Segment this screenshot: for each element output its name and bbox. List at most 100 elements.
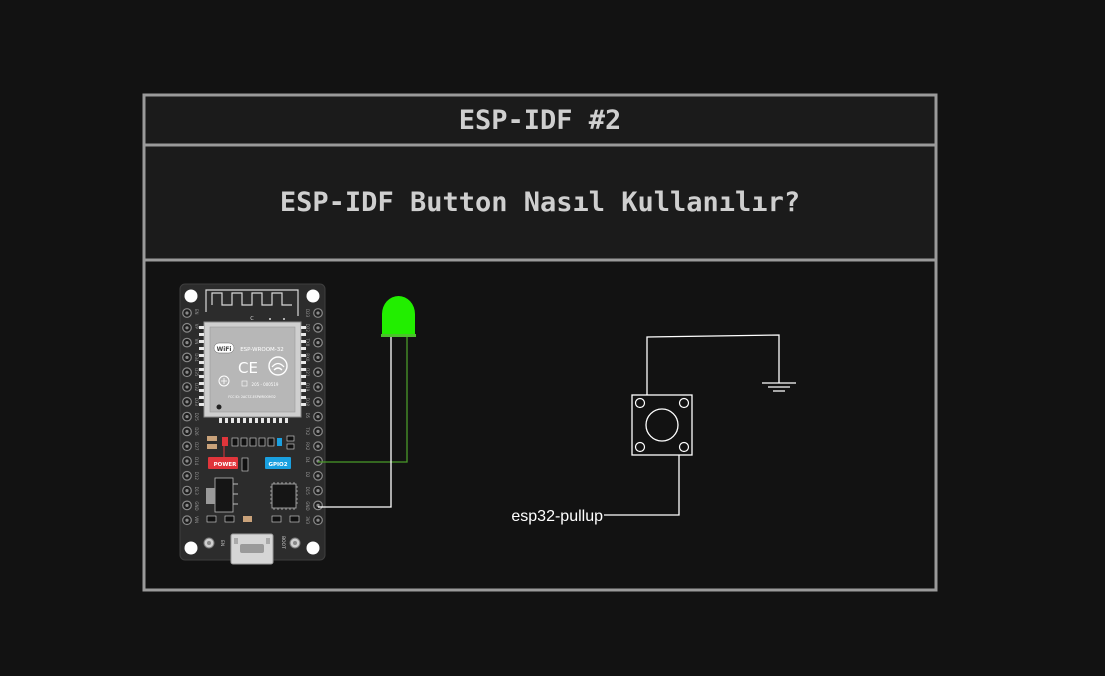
right-pin-label: TX2 — [305, 426, 310, 435]
right-pin-label: D5 — [305, 413, 310, 419]
right-pin-label: D22 — [305, 324, 310, 333]
left-header-pin-hole — [185, 370, 189, 374]
led-cathode-wire — [318, 337, 392, 508]
left-header-pin-hole — [185, 326, 189, 330]
left-header-pin-hole — [185, 444, 189, 448]
led-wires — [318, 337, 408, 508]
left-header-pin-hole — [185, 400, 189, 404]
recycle-icon — [218, 375, 230, 387]
power-badge — [208, 457, 238, 469]
button-wires — [604, 334, 780, 516]
left-pin-label: D26 — [194, 427, 199, 436]
left-header-pin-hole — [185, 385, 189, 389]
left-pin-label: VIN — [194, 516, 199, 523]
right-header-pin-hole — [316, 415, 320, 419]
right-header-pin-hole — [316, 326, 320, 330]
left-pin-label: D14 — [194, 457, 199, 466]
antenna-icon: C — [205, 289, 299, 322]
right-header-pin-hole — [316, 355, 320, 359]
left-header-pin-hole — [185, 415, 189, 419]
wifi-cert-icon — [268, 356, 288, 376]
page-subtitle: ESP-IDF Button Nasıl Kullanılır? — [280, 187, 800, 218]
esp32-board[interactable]: C WiFi ESP-WROOM-32 CE 205 - 000519 FCC … — [179, 283, 326, 565]
right-pin-label: D15 — [305, 487, 310, 496]
left-header-pin-hole — [185, 503, 189, 507]
button-ground-wire — [646, 334, 780, 395]
left-header-pin-hole — [185, 474, 189, 478]
left-header-pin-hole — [185, 518, 189, 522]
led-icon[interactable] — [381, 296, 416, 337]
right-header-pin-hole — [316, 518, 320, 522]
right-pin-label: D2 — [305, 472, 310, 478]
left-header-pin-hole — [185, 341, 189, 345]
right-header-pin-hole — [316, 400, 320, 404]
right-header-pin-hole — [316, 341, 320, 345]
mount-hole — [184, 289, 198, 303]
cert-box-icon — [241, 380, 248, 387]
right-header-pin-hole — [316, 474, 320, 478]
right-header-pin-hole — [316, 503, 320, 507]
esp-wroom-module: WiFi ESP-WROOM-32 CE 205 - 000519 FCC ID… — [199, 321, 306, 423]
left-header-pin-hole — [185, 489, 189, 493]
left-pin-label: D12 — [194, 472, 199, 481]
page-title: ESP-IDF #2 — [459, 105, 622, 136]
antenna-mark: C — [250, 316, 254, 322]
module-name: ESP-WROOM-32 — [240, 347, 284, 353]
module-fcc: FCC ID: 2AC7Z-ESPWROOM32 — [228, 395, 276, 399]
pullup-label: esp32-pullup — [511, 508, 603, 525]
left-pin-label: VP — [194, 324, 199, 330]
right-header-pin-hole — [316, 370, 320, 374]
left-header-pin-hole — [185, 429, 189, 433]
en-label: EN — [219, 540, 225, 546]
right-pin-label: GND — [305, 501, 310, 510]
right-header-pin-hole — [316, 385, 320, 389]
button-pullup-wire — [604, 455, 680, 516]
title-panel — [142, 93, 938, 147]
left-header-pin-hole — [185, 355, 189, 359]
left-header-pin-hole — [185, 311, 189, 315]
right-header-pin-hole — [316, 489, 320, 493]
right-pin-label: D18 — [305, 398, 310, 407]
left-pin-label: D35 — [194, 368, 199, 377]
module-pads — [199, 326, 306, 423]
boot-label: BOOT — [280, 536, 286, 549]
ground-icon — [762, 382, 796, 392]
right-pin-label: TX0 — [305, 338, 310, 347]
led-anode-wire — [318, 337, 408, 463]
left-header-pin-hole — [185, 459, 189, 463]
left-pin-label: D13 — [194, 487, 199, 496]
left-pin-label: GND — [194, 501, 199, 510]
left-pin-label: VN — [194, 339, 199, 345]
right-pin-label: D21 — [305, 368, 310, 377]
mount-hole — [184, 541, 198, 555]
bottom-pads — [206, 515, 300, 523]
usb-uart-chip — [270, 482, 298, 510]
subtitle-panel — [142, 143, 938, 262]
smd-components — [207, 435, 295, 472]
boot-button[interactable] — [289, 537, 301, 549]
left-pin-label: D33 — [194, 398, 199, 407]
left-pin-label: D25 — [194, 413, 199, 422]
regulator — [206, 477, 238, 513]
right-pin-label: D23 — [305, 309, 310, 318]
gpio2-badge — [265, 457, 291, 469]
module-cert: 205 - 000519 — [252, 382, 279, 387]
wifi-badge: WiFi — [217, 346, 232, 353]
micro-usb-port — [230, 533, 274, 565]
right-pin-label: 3V3 — [305, 516, 310, 524]
mount-hole — [306, 289, 320, 303]
left-pin-label: D27 — [194, 442, 199, 451]
header-pins: ENVPVND34D35D32D33D25D26D27D14D12D13GNDV… — [182, 308, 323, 526]
mount-hole — [306, 541, 320, 555]
right-pin-label: D19 — [305, 383, 310, 392]
gpio2-label: GPIO2 — [268, 462, 287, 468]
left-pin-label: D34 — [194, 353, 199, 362]
ce-mark: CE — [238, 359, 258, 377]
pin1-dot — [216, 404, 222, 410]
right-pin-label: RX2 — [305, 442, 310, 451]
right-pin-label: D4 — [305, 457, 310, 463]
pushbutton-icon[interactable] — [631, 394, 693, 456]
left-pin-label: EN — [194, 309, 199, 315]
en-button[interactable] — [203, 537, 215, 549]
